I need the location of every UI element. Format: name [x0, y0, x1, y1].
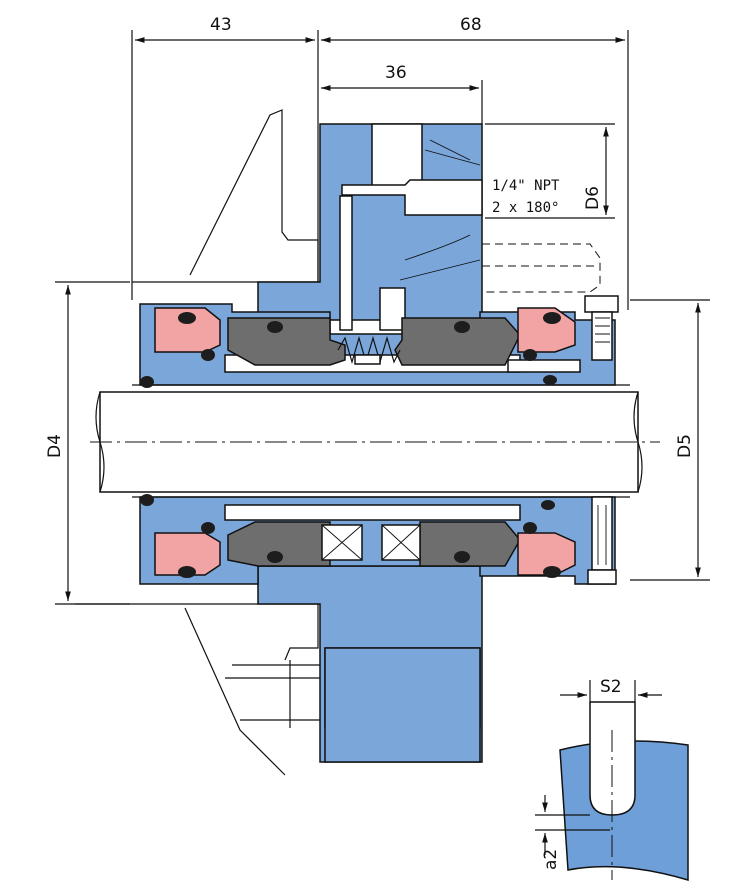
- dim-right-width: 68: [460, 15, 482, 35]
- gland-flange-top: [257, 123, 601, 331]
- dim-d6: D6: [583, 186, 603, 210]
- pump-housing-upper: [131, 109, 319, 300]
- set-screw-lower: [587, 496, 617, 585]
- port-note-line1: 1/4" NPT: [492, 178, 560, 194]
- dim-d5: D5: [675, 434, 695, 458]
- rotary-rings-upper: [227, 317, 521, 366]
- dim-d4: D4: [45, 434, 65, 458]
- groove-detail: [535, 680, 689, 882]
- dim-a2: a2: [541, 849, 561, 870]
- set-screw-upper: [584, 295, 619, 361]
- dim-s2: S2: [600, 677, 622, 697]
- sleeve-outline: [132, 384, 630, 498]
- rotary-rings-lower: [227, 521, 521, 567]
- gland-flange-bottom: [257, 565, 483, 763]
- shaft: [90, 391, 660, 493]
- o-rings: [140, 312, 561, 578]
- dim-gland-width: 36: [385, 63, 407, 83]
- dim-left-width: 43: [210, 15, 232, 35]
- port-note-line2: 2 x 180°: [492, 200, 559, 216]
- spring-coils: [337, 335, 401, 365]
- dimension-lines: [55, 30, 710, 605]
